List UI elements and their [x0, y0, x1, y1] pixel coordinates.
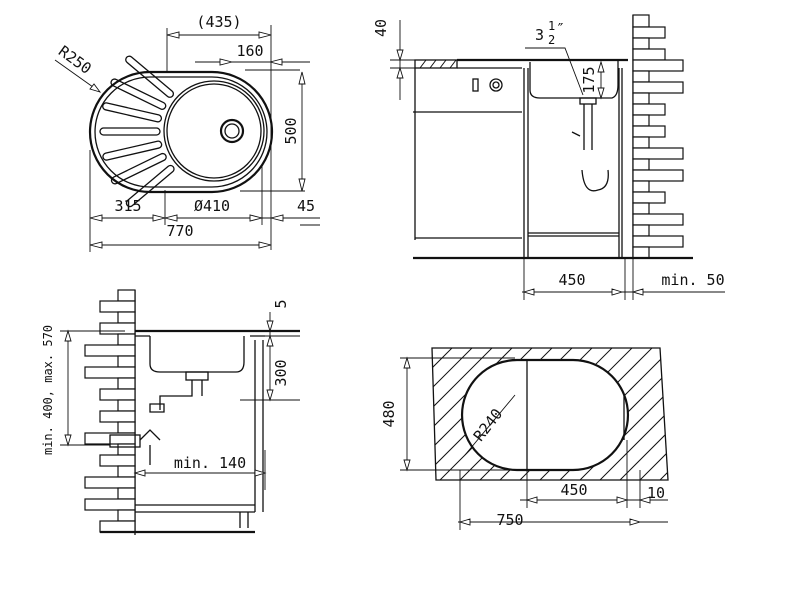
dim-10-label: 10: [647, 484, 665, 502]
sink-cabinet: [523, 68, 623, 258]
drain-size-whole: 3: [535, 26, 544, 44]
dim-480-label: 480: [380, 400, 398, 427]
cutout-view: 480 R240 450 10 750: [380, 347, 669, 530]
countertop-outline: [431, 347, 669, 481]
sink-outline: [88, 70, 274, 194]
dishwasher-knob: [489, 78, 503, 92]
dim-min140-label: min. 140: [174, 454, 246, 472]
drain-size-denominator: 2: [548, 33, 555, 47]
cutout-hole: [460, 358, 630, 472]
dim-r250-label: R250: [55, 42, 95, 78]
bowl: [163, 80, 265, 182]
drainer-ribs: [99, 55, 175, 208]
wall-outlet: [109, 434, 141, 448]
dim-300-label: 300: [272, 359, 290, 386]
dim-45-label: 45: [297, 197, 315, 215]
dishwasher-handle: [472, 78, 479, 92]
sink-rim-inner: [94, 76, 268, 188]
drain-fitting-section: [185, 371, 209, 381]
drain-inner: [224, 123, 240, 139]
sink-bowl-side: [529, 60, 619, 99]
dishwasher: [413, 67, 522, 240]
bowl-inner: [166, 83, 262, 179]
dim-315-label: 315: [114, 197, 141, 215]
dim-500-label: 500: [282, 117, 300, 144]
dim-410-label: Ø410: [194, 197, 230, 215]
brick-wall-section: [84, 289, 136, 535]
dim-450-label: 450: [558, 271, 585, 289]
arrowheads: [89, 31, 306, 249]
drain-fitting: [579, 97, 597, 105]
dim-160-label: 160: [236, 42, 263, 60]
brick-wall: [632, 14, 684, 259]
side-view: 40 3 1 2 ″ 175: [372, 14, 725, 300]
sink-bowl-section: [149, 336, 245, 373]
dim-750-label: 750: [496, 511, 523, 529]
dim-5-label: 5: [272, 299, 290, 308]
dim-175-label: 175: [580, 66, 598, 93]
section-view: 5 300 min. 400, max. 570 min. 140: [41, 289, 300, 535]
drain-size-numerator: 1: [548, 19, 555, 33]
dim-height-label: min. 400, max. 570: [41, 325, 55, 455]
drain-hole: [219, 118, 245, 144]
top-view: (435) 160 500 R250 315 Ø410 45 770: [54, 13, 320, 252]
drain-size-unit: ″: [556, 20, 565, 38]
dim-450-cutout-label: 450: [560, 481, 587, 499]
dim-min50-label: min. 50: [661, 271, 724, 289]
dim-435-label: (435): [196, 13, 241, 31]
dim-770-label: 770: [166, 222, 193, 240]
dim-40-label: 40: [372, 19, 390, 37]
